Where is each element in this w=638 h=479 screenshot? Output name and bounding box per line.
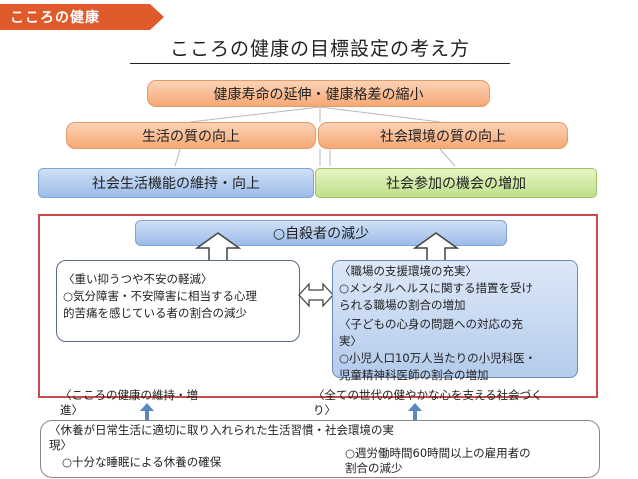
depression-heading: 〈重い抑うつや不安の軽減〉 — [63, 272, 213, 286]
children-line1: ○小児人口10万人当たりの小児科医・ — [339, 351, 537, 365]
social-environment-quality: 社会環境の質の向上 — [318, 122, 568, 149]
label-mental-health-maintenance: 〈こころの健康の維持・増 進〉 — [60, 388, 270, 418]
label-right-line2: り〉 — [313, 403, 336, 417]
workplace-line1: ○メンタルヘルスに関する措置を受け — [339, 281, 534, 295]
suicide-reduction-label: ○自殺者の減少 — [272, 226, 370, 242]
social-function-label: 社会生活機能の維持・向上 — [92, 176, 260, 192]
section-tag: こころの健康 — [0, 4, 170, 30]
workplace-line2: られる職場の割合の増加 — [339, 298, 466, 312]
children-heading-cont: 実〉 — [339, 334, 362, 348]
rest-heading-line2: 現〉 — [49, 438, 72, 452]
rest-heading-line1: 〈休養が日常生活に適切に取り入れられた生活習慣・社会環境の実 — [49, 423, 394, 437]
depression-box: 〈重い抑うつや不安の軽減〉 ○気分障害・不安障害に相当する心理 的苦痛を感じてい… — [56, 260, 300, 342]
blue-arrow-right-icon — [408, 403, 422, 423]
label-right-line1: 〈全ての世代の健やかな心を支える社会づく — [313, 388, 543, 402]
rest-lifestyle-box: 〈休養が日常生活に適切に取り入れられた生活習慣・社会環境の実 現〉 — [40, 420, 600, 478]
workplace-children-box: 〈職場の支援環境の充実〉 ○メンタルヘルスに関する措置を受け られる職場の割合の… — [332, 260, 578, 382]
depression-line2: 的苦痛を感じている者の割合の減少 — [63, 306, 247, 320]
sleep-item: ○十分な睡眠による休養の確保 — [62, 455, 222, 469]
top-goal-label: 健康寿命の延伸・健康格差の縮小 — [213, 86, 424, 103]
top-goal: 健康寿命の延伸・健康格差の縮小 — [147, 80, 490, 107]
quality-of-life-label: 生活の質の向上 — [142, 128, 240, 145]
children-line2: 児童精神科医師の割合の増加 — [339, 368, 489, 382]
social-participation-label: 社会参加の機会の増加 — [386, 176, 526, 192]
blue-arrow-left-icon — [140, 403, 154, 423]
up-arrow-right-icon — [413, 232, 459, 262]
children-heading: 〈子どもの心身の問題への対応の充 — [339, 317, 523, 331]
page-title: こころの健康の目標設定の考え方 — [130, 34, 510, 64]
label-left-line2: 進〉 — [60, 403, 83, 417]
tag-label: こころの健康 — [10, 10, 100, 26]
mental-health-frame — [38, 214, 598, 398]
quality-of-life: 生活の質の向上 — [66, 122, 316, 149]
workplace-heading: 〈職場の支援環境の充実〉 — [339, 264, 477, 278]
social-environment-quality-label: 社会環境の質の向上 — [380, 128, 506, 145]
work-hours-line2: 割合の減少 — [345, 461, 403, 475]
work-hours-item: ○週労働時間60時間以上の雇用者の 割合の減少 — [345, 446, 585, 476]
label-left-line1: 〈こころの健康の維持・増 — [60, 388, 198, 402]
social-function: 社会生活機能の維持・向上 — [38, 168, 314, 198]
tag-shape — [0, 4, 164, 30]
up-arrow-left-icon — [195, 232, 241, 262]
depression-line1: ○気分障害・不安障害に相当する心理 — [63, 289, 258, 303]
social-participation: 社会参加の機会の増加 — [315, 168, 597, 198]
double-arrow-icon — [298, 282, 334, 308]
work-hours-line1: ○週労働時間60時間以上の雇用者の — [345, 446, 531, 460]
label-society-support: 〈全ての世代の健やかな心を支える社会づく り〉 — [313, 388, 598, 418]
